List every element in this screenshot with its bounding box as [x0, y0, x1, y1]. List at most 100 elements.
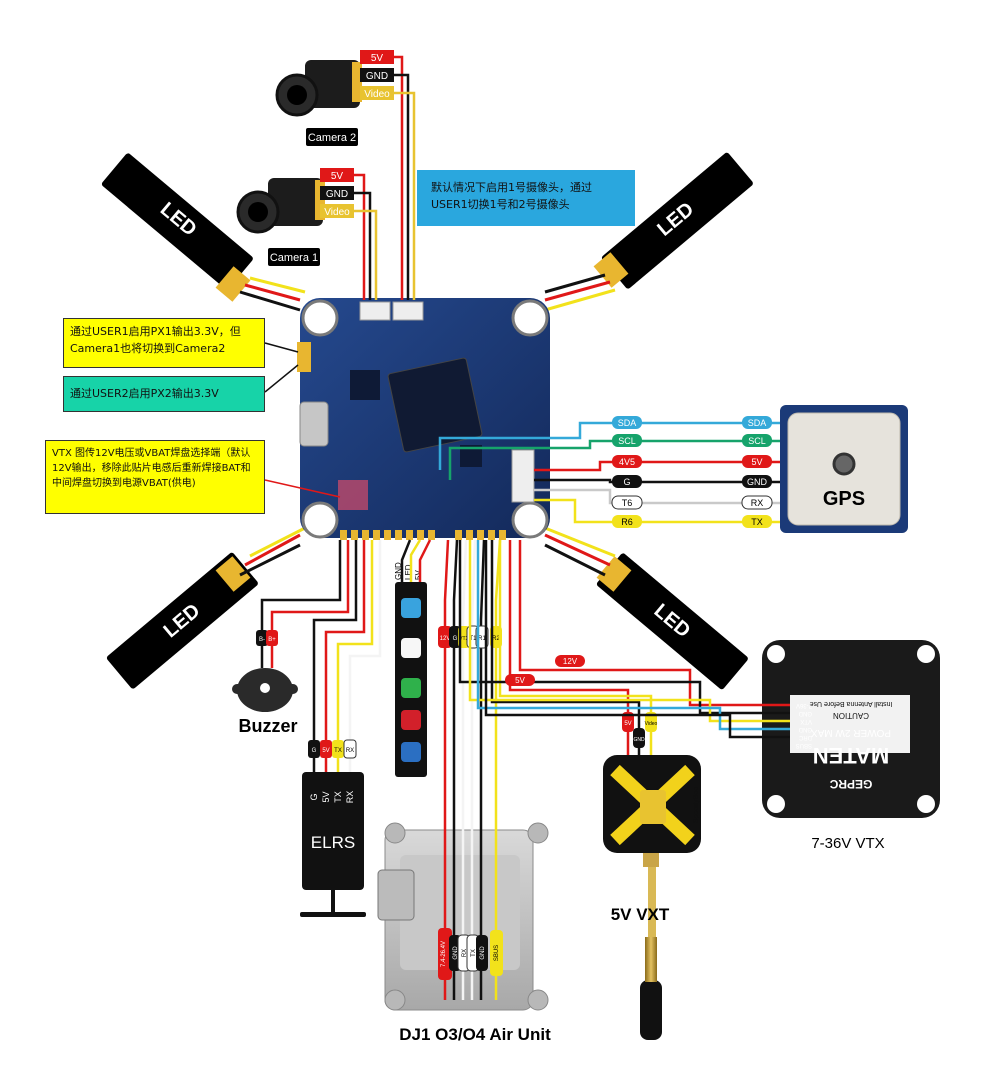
gps-fc-scl: SCL [618, 436, 636, 446]
led-arm-bottom-left: LED [106, 552, 258, 689]
buzzer-pin-minus: B- [259, 637, 265, 643]
vtx-wires [458, 540, 790, 739]
gps-label: GPS [823, 488, 865, 510]
gps-fc-g: G [623, 477, 630, 487]
gps-antenna-dot [832, 452, 856, 476]
camera1-wires [354, 173, 378, 300]
vtx-install: Install Antenna Before Use [809, 700, 892, 707]
camera2-gnd: GND [366, 71, 388, 82]
camera-switch-note: 默认情况下启用1号摄像头，通过USER1切换1号和2号摄像头 [417, 170, 635, 226]
gps-module-tags: SDA SCL 5V GND RX TX [741, 416, 773, 528]
gps-gnd: GND [747, 477, 768, 487]
vtx-wire-tags: 12V 5V [505, 655, 585, 686]
vtx-power: POWER 2W MAX [811, 727, 891, 738]
vtx-pin-sbus: SBUS [796, 742, 812, 748]
gps-fc-tags: SDA SCL 4V5 G T6 R6 [611, 416, 643, 528]
bottom-pads [340, 530, 506, 540]
vtx-pin-power: 7-36V [796, 702, 812, 708]
dji-pin-gnd: GND [453, 946, 459, 960]
vxt-5v: SpeedyBee 5V VXT [603, 755, 701, 1040]
elrs-pin-rx: RX [345, 791, 355, 804]
gps-fc-r6: R6 [621, 517, 633, 527]
elrs-label: ELRS [311, 833, 355, 852]
led-strip: GND LED 5V [394, 562, 427, 777]
dji-label: DJ1 O3/O4 Air Unit [399, 1025, 551, 1044]
camera2-wire-tags: 5V GND Video [360, 50, 394, 100]
gps-fc-4v5: 4V5 [619, 457, 635, 467]
camera2-video: Video [364, 89, 390, 100]
camera2-wires [394, 55, 416, 300]
px1-note: 通过USER1启用PX1输出3.3V，但Camera1也将切换到Camera2 [63, 318, 265, 368]
gps-wires [438, 421, 780, 524]
buzzer: Buzzer [232, 668, 298, 736]
vtx-label: 7-36V VTX [811, 835, 884, 852]
cam-connector-1 [359, 301, 391, 321]
px-pads [297, 342, 311, 372]
elrs-pin-tx: TX [333, 791, 343, 803]
led-strip-pin-led: LED [404, 564, 413, 580]
camera1-label: Camera 1 [270, 252, 318, 264]
vxt-label: 5V VXT [611, 905, 670, 924]
camera1-wire-tags: 5V GND Video [320, 168, 354, 218]
vtx-model: MATEN [813, 743, 890, 768]
elrs-pin-5v: 5V [321, 791, 331, 802]
dji-pin-tags: 7.4-26.4V GND RX TX GND SBUS [438, 928, 503, 980]
elrs-tag-rx: RX [346, 748, 354, 754]
elrs-receiver: ELRS G 5V TX RX [300, 772, 366, 917]
vtx-power-note: VTX 图传12V电压或VBAT焊盘选择端（默认12V输出，移除此贴片电感后重新… [45, 440, 265, 514]
elrs-wires [312, 540, 382, 772]
elrs-tag-5v: 5V [322, 748, 329, 754]
dji-pin-tx: TX [471, 949, 477, 957]
gps-fc-t6: T6 [622, 498, 633, 508]
vtx-tag-5v: 5V [515, 676, 525, 685]
camera2-5v: 5V [371, 53, 384, 64]
usb-c-port [299, 401, 329, 447]
dji-tag-r1: R1 [478, 636, 486, 642]
vtx-brand: GEPRC [829, 777, 872, 791]
vtx-pin-vtx: VTX [800, 718, 812, 724]
vtx-pin-labels: 7-36V GND VTX GND DRC SBUS [796, 702, 812, 748]
vtx-tag-12v: 12V [563, 657, 578, 666]
gps-5v: 5V [751, 457, 762, 467]
flight-controller [297, 298, 550, 540]
led-arm-top-left: LED [101, 153, 253, 302]
vtx-selector-pad [338, 480, 368, 510]
vtx-7-36v: GEPRC MATEN POWER 2W MAX CAUTION Install… [762, 640, 940, 852]
dji-tag-t1: T1 [469, 636, 477, 642]
gps-connector [511, 449, 535, 503]
dji-pin-power: 7.4-26.4V [441, 941, 447, 967]
gps-sda: SDA [748, 418, 767, 428]
gps-scl: SCL [748, 436, 766, 446]
dji-pin-sbus: SBUS [494, 945, 500, 961]
dji-tag-12v: 12V [440, 636, 451, 642]
elrs-wire-tags: G 5V TX RX [308, 739, 357, 759]
camera-2: Camera 2 [275, 60, 362, 146]
gps-fc-sda: SDA [618, 418, 637, 428]
dji-tag-g: G [453, 636, 458, 642]
px2-note: 通过USER2启用PX2输出3.3V [63, 376, 265, 412]
camera1-gnd: GND [326, 189, 348, 200]
vxt-pin-tags: 5V GND Video [622, 712, 658, 748]
led-strip-wires [400, 539, 432, 582]
dji-tag-r2: R2 [492, 636, 500, 642]
led-arm-bottom-right: LED [596, 553, 748, 690]
gps-rx: RX [751, 498, 764, 508]
vtx-pin-gnd: GND [798, 710, 812, 716]
buzzer-label: Buzzer [238, 716, 297, 736]
gps-module: GPS [780, 405, 908, 533]
vtx-caution: CAUTION [833, 711, 869, 720]
led-wires [239, 273, 616, 577]
vtx-pin-gnd2: GND [798, 726, 812, 732]
dji-pin-gnd2: GND [480, 946, 486, 960]
led-strip-pin-gnd: GND [394, 562, 403, 580]
camera2-label: Camera 2 [308, 132, 356, 144]
led-strip-pin-5v: 5V [414, 570, 423, 580]
elrs-pin-g: G [309, 793, 319, 800]
dji-pin-rx: RX [462, 949, 468, 957]
elrs-tag-g: G [312, 748, 317, 754]
vtx-pin-drc: DRC [798, 734, 812, 740]
camera1-label-bg [268, 248, 320, 266]
camera1-video: Video [324, 207, 350, 218]
camera2-label-bg [306, 128, 358, 146]
